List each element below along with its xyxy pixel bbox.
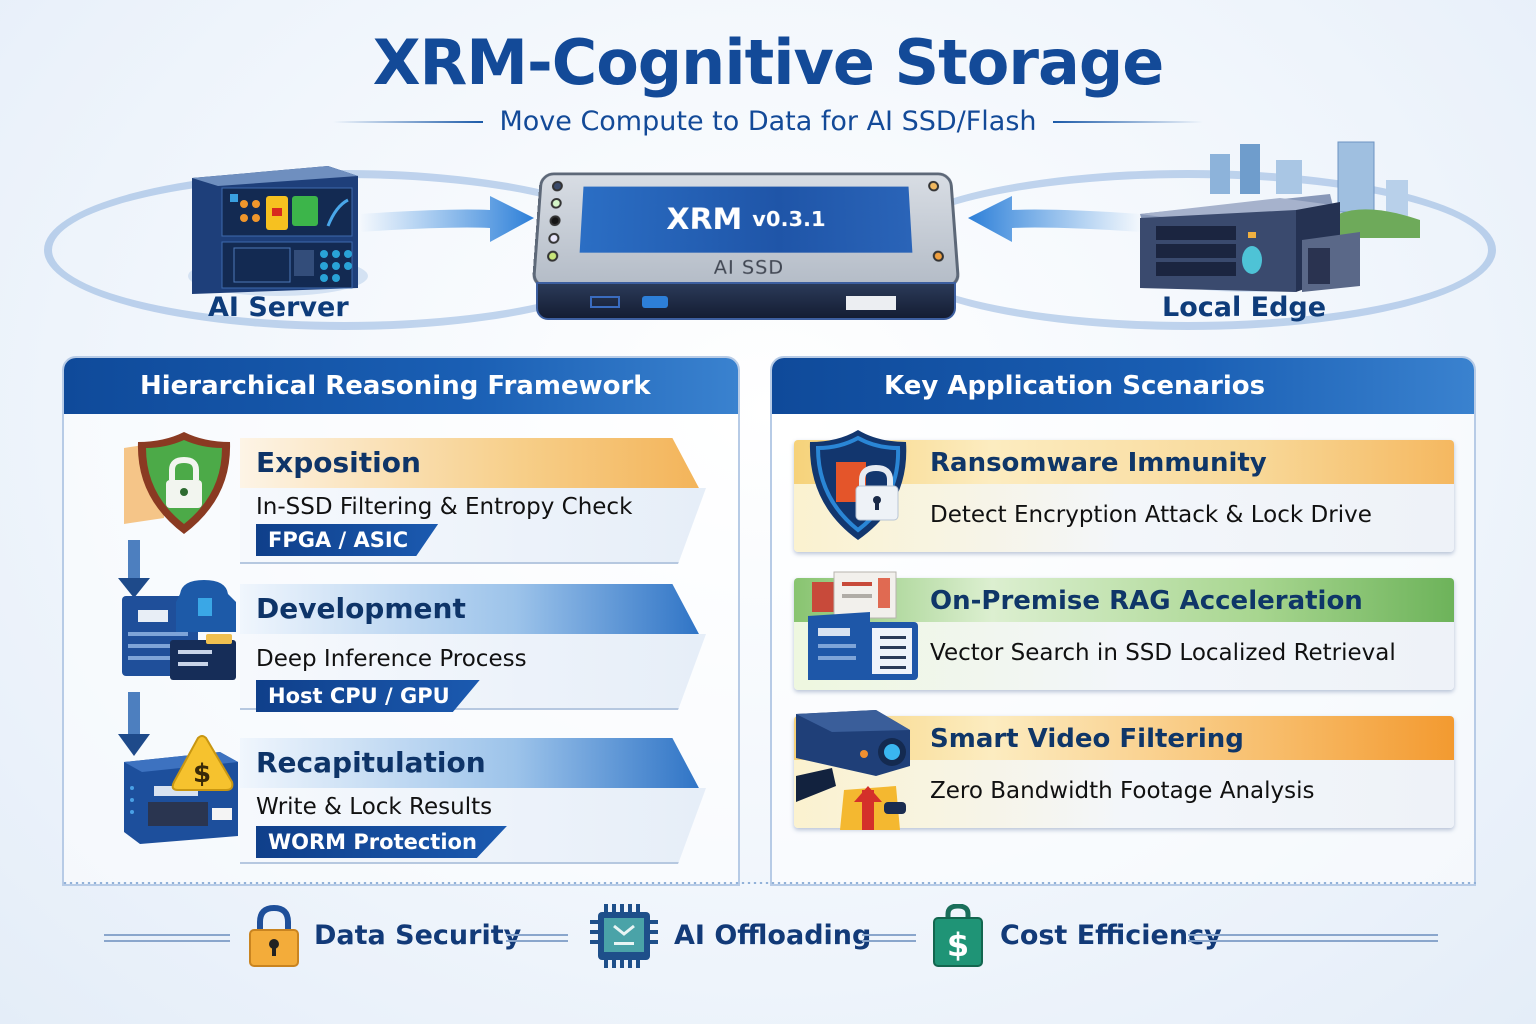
svg-text:$: $ (193, 759, 211, 789)
feature-ai-offloading: AI Offloading (674, 920, 872, 951)
step-description: In-SSD Filtering & Entropy Check (256, 494, 633, 520)
card-description: Detect Encryption Attack & Lock Drive (930, 502, 1372, 528)
step-tag: WORM Protection (256, 826, 507, 858)
framework-panel-header: Hierarchical Reasoning Framework (64, 358, 738, 414)
step-description: Deep Inference Process (256, 646, 527, 672)
card-body (794, 760, 1454, 828)
footer-divider (1188, 934, 1438, 942)
page-subtitle: Move Compute to Data for AI SSD/Flash (499, 106, 1037, 137)
scenarios-panel-title: Key Application Scenarios (884, 371, 1266, 401)
led-icon (547, 232, 560, 244)
card-description: Vector Search in SSD Localized Retrieval (930, 640, 1396, 666)
padlock-icon (246, 904, 302, 972)
card-body (794, 484, 1454, 552)
feature-cost-efficiency: Cost Efficiency (1000, 920, 1222, 951)
step-band (240, 738, 700, 790)
money-bag-icon: $ (930, 903, 986, 972)
port-icon (846, 296, 896, 310)
shield-lock-icon (124, 428, 244, 548)
led-icon (550, 198, 563, 209)
step-band (240, 584, 700, 636)
feature-data-security: Data Security (314, 920, 522, 951)
shield-padlock-icon (806, 428, 916, 550)
step-band (240, 438, 700, 490)
ssd-version: v0.3.1 (752, 207, 826, 231)
edge-server-icon (1130, 136, 1430, 296)
footer-divider (104, 934, 230, 942)
card-title: On-Premise RAG Acceleration (930, 586, 1363, 616)
card-description: Zero Bandwidth Footage Analysis (930, 778, 1315, 804)
chip-icon (590, 904, 658, 972)
arrow-down-icon (118, 692, 150, 762)
port-icon (642, 296, 668, 308)
ssd-base (536, 282, 956, 320)
ssd-top-plate: XRM v0.3.1 AI SSD (531, 172, 961, 288)
arrow-left-icon (966, 192, 1142, 242)
step-tag: Host CPU / GPU (256, 680, 480, 712)
subtitle-divider-left (333, 120, 484, 123)
ssd-model: AI SSD (713, 256, 785, 279)
led-icon (927, 180, 940, 192)
card-band (794, 578, 1454, 622)
page-title: XRM-Cognitive Storage (372, 26, 1165, 99)
ai-server-label: AI Server (208, 292, 349, 323)
footer-divider (862, 934, 916, 942)
step-title: Exposition (256, 446, 421, 479)
step-title: Development (256, 592, 466, 625)
card-title: Ransomware Immunity (930, 448, 1267, 478)
framework-step-development: Development Deep Inference Process Host … (0, 580, 720, 714)
port-icon (590, 296, 620, 308)
ssd-device: XRM v0.3.1 AI SSD (531, 170, 961, 320)
step-description: Write & Lock Results (256, 794, 493, 820)
arrow-right-icon (360, 192, 536, 242)
security-camera-icon (792, 706, 932, 834)
local-edge-label: Local Edge (1162, 292, 1327, 323)
document-server-icon (806, 568, 926, 688)
ssd-brand: XRM (665, 202, 743, 237)
storage-warning-icon: $ (120, 732, 240, 852)
card-title: Smart Video Filtering (930, 724, 1244, 754)
scenarios-panel-header: Key Application Scenarios (772, 358, 1474, 414)
svg-text:$: $ (947, 926, 969, 964)
feature-strip: Data Security AI Offloading $ Cost Effic… (0, 903, 1536, 968)
framework-panel-title: Hierarchical Reasoning Framework (140, 371, 651, 401)
framework-step-recapitulation: Recapitulation Write & Lock Results WORM… (0, 735, 720, 868)
ssd-display: XRM v0.3.1 (579, 186, 913, 253)
section-divider (62, 882, 1476, 884)
footer-divider (506, 934, 568, 942)
server-stack-icon (118, 576, 238, 696)
subtitle-row: Move Compute to Data for AI SSD/Flash (0, 106, 1536, 137)
led-icon (549, 215, 561, 227)
arrow-down-icon (118, 540, 150, 604)
led-icon (551, 180, 564, 192)
framework-step-exposition: Exposition In-SSD Filtering & Entropy Ch… (0, 432, 720, 568)
server-icon (178, 158, 378, 298)
subtitle-divider-right (1052, 120, 1203, 123)
step-title: Recapitulation (256, 746, 486, 779)
step-tag: FPGA / ASIC (256, 524, 439, 556)
